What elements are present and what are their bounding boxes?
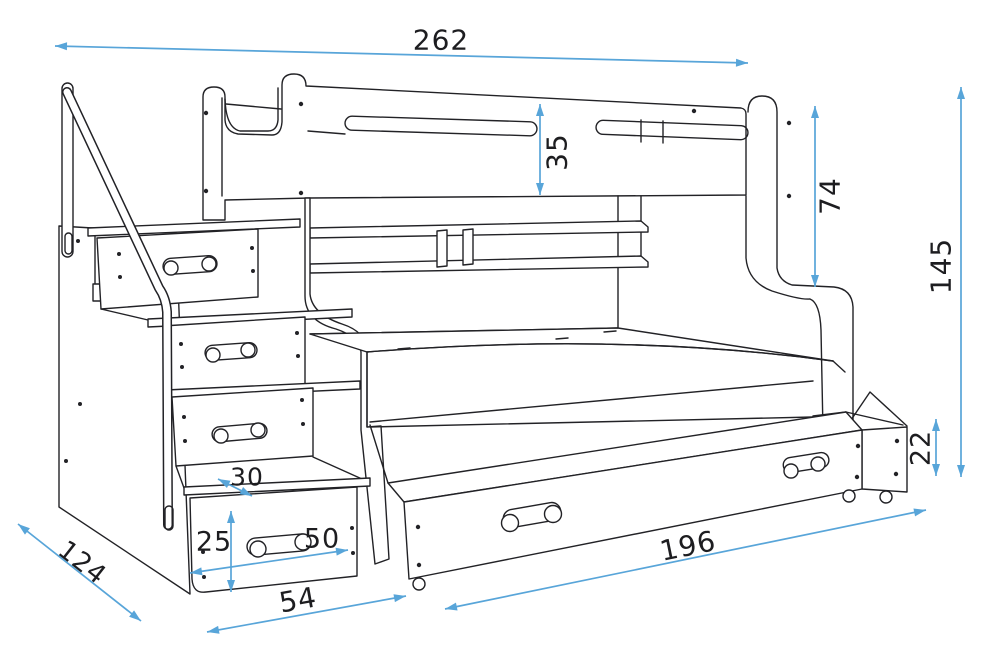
dimension-stairs-depth: 54: [206, 580, 407, 634]
drawer-wheels: [412, 489, 893, 591]
bed-line-art: [58, 73, 908, 595]
upper-guard-rail: [202, 73, 749, 221]
handrail-assembly: [61, 82, 174, 531]
step-drawer-3: [171, 387, 314, 467]
dimension-overall-width: 262: [54, 24, 749, 67]
tread-2: [147, 308, 353, 328]
dimension-tread-depth: 30: [217, 463, 264, 497]
dim-label-depth: 124: [52, 535, 112, 591]
under-bed-drawer: [369, 411, 908, 591]
dim-label-bed-length: 196: [657, 524, 719, 568]
dimension-guard-rail-height: 35: [536, 104, 574, 195]
dip-thickness-line: [224, 87, 279, 132]
dim-label-tread-depth: 30: [230, 463, 264, 492]
drawer-end-face: [861, 426, 908, 493]
dimension-drawer-height: 22: [906, 419, 940, 476]
handrail-post: [61, 82, 74, 258]
dim-label-drawer-height: 22: [906, 430, 937, 466]
side-board-bottom-edge: [369, 380, 814, 423]
dim-label-overall-height: 145: [925, 238, 958, 294]
rail-screws: [203, 101, 697, 196]
tread-1: [87, 218, 301, 237]
dimension-overall-height: 145: [925, 87, 965, 477]
bed-base-edge: [369, 416, 814, 428]
base-right-corner: [850, 391, 908, 427]
dim-label-overall-width: 262: [413, 24, 469, 57]
step-drawer-1: [96, 228, 259, 310]
dim-label-upper-section-height: 74: [814, 177, 847, 215]
back-board-line: [307, 130, 346, 135]
lower-bunk-mattress: [309, 327, 908, 428]
dim-label-guard-rail-height: 35: [541, 133, 574, 171]
wall-shelf: [309, 195, 649, 335]
staircase: [58, 218, 371, 595]
step-drawer-2: [162, 316, 306, 395]
dimension-step-width: 50: [189, 524, 349, 576]
dim-label-stairs-depth: 54: [277, 580, 320, 619]
drawer-handle-right: [782, 451, 830, 479]
dimension-upper-section-height: 74: [811, 106, 847, 287]
dip-back-rail-line: [225, 103, 282, 110]
dim-label-step-width: 50: [304, 524, 340, 555]
right-side-panel: [745, 95, 854, 432]
dim-label-step-height: 25: [196, 527, 232, 558]
